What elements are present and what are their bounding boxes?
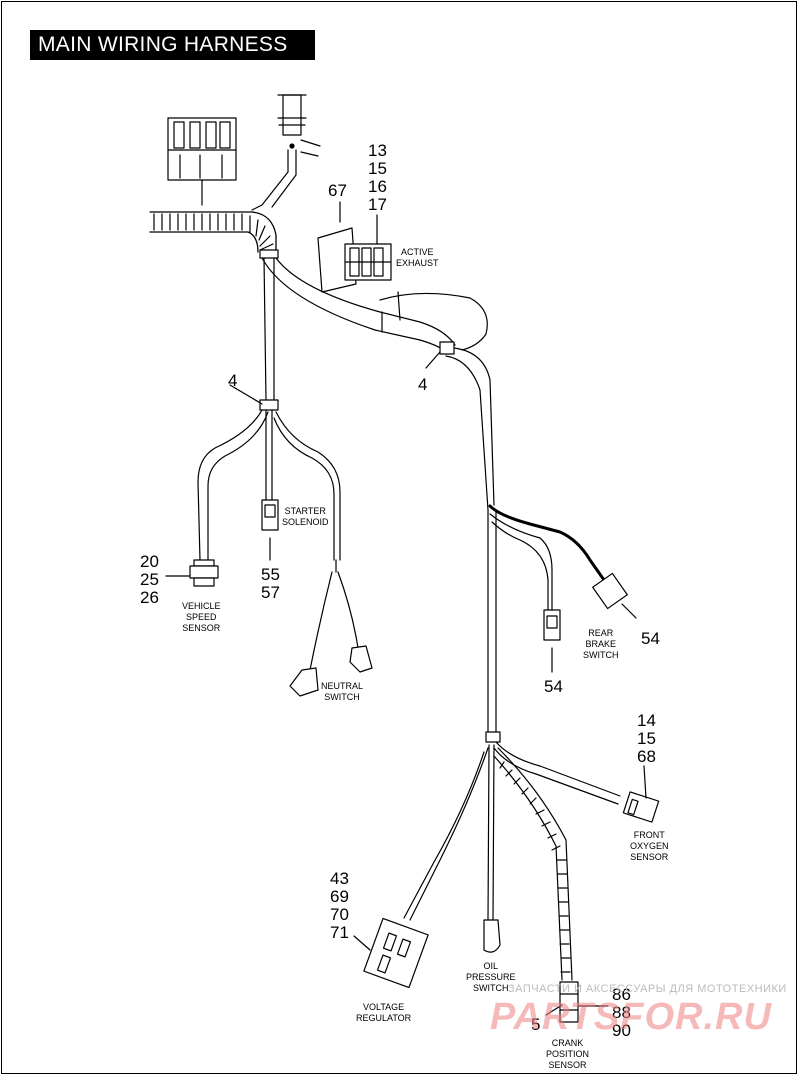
harness-left-trunk: [229, 257, 279, 411]
neutral-switch-branch: [273, 411, 373, 697]
watermark-text: ЗАПЧАСТИ И АКСЕССУАРЫ ДЛЯ МОТОТЕХНИКИ: [508, 983, 787, 995]
harness-right-run: [261, 257, 495, 511]
caption-neutral-switch: NEUTRAL SWITCH: [321, 681, 364, 702]
callout-54-lower: 54: [544, 677, 563, 696]
voltage-regulator-branch: [353, 747, 489, 989]
callout-14-15-68: 14 15 68: [637, 711, 656, 766]
callout-4-left: 4: [228, 371, 238, 390]
active-exhaust-connector: [317, 201, 392, 293]
callout-55-57: 55 57: [261, 565, 280, 602]
caption-front-oxygen-sensor: FRONT OXYGEN SENSOR: [630, 830, 669, 862]
caption-vehicle-speed-sensor: VEHICLE SPEED SENSOR: [182, 601, 221, 633]
caption-oil-pressure-switch: OIL PRESSURE SWITCH: [466, 961, 516, 993]
callout-43-69-70-71: 43 69 70 71: [330, 869, 349, 942]
vehicle-speed-sensor-branch: [165, 409, 269, 587]
front-oxygen-sensor-branch: [493, 741, 660, 823]
callout-54-right: 54: [641, 629, 660, 648]
frame-fitting: [251, 94, 321, 211]
oil-pressure-switch-branch: [483, 744, 501, 953]
callout-5: 5: [531, 1015, 541, 1034]
callout-4-right: 4: [418, 375, 428, 394]
callout-13-15-16-17: 13 15 16 17: [368, 141, 387, 214]
clip-leader-line: [425, 351, 441, 369]
caption-rear-brake-switch: REAR BRAKE SWITCH: [583, 628, 619, 660]
harness-main-trunk: [149, 211, 279, 259]
crank-position-sensor-branch: [493, 747, 609, 1023]
callout-67: 67: [328, 181, 347, 200]
caption-active-exhaust: ACTIVE EXHAUST: [396, 247, 439, 268]
harness-lower-trunk: [485, 509, 501, 743]
page-title: MAIN WIRING HARNESS: [30, 30, 315, 60]
caption-voltage-regulator: VOLTAGE REGULATOR: [356, 1002, 412, 1023]
caption-crank-position-sensor: CRANK POSITION SENSOR: [546, 1038, 590, 1070]
watermark-logo: PARTSFOR.RU: [490, 996, 772, 1038]
callout-20-25-26: 20 25 26: [140, 552, 159, 607]
starter-solenoid-branch: [261, 409, 279, 561]
caption-starter-solenoid: STARTER SOLENOID: [282, 506, 329, 527]
rear-brake-switch-branch: [488, 504, 637, 673]
main-connector-block: [167, 117, 237, 206]
callout-86-88-90: 86 88 90: [612, 985, 631, 1040]
